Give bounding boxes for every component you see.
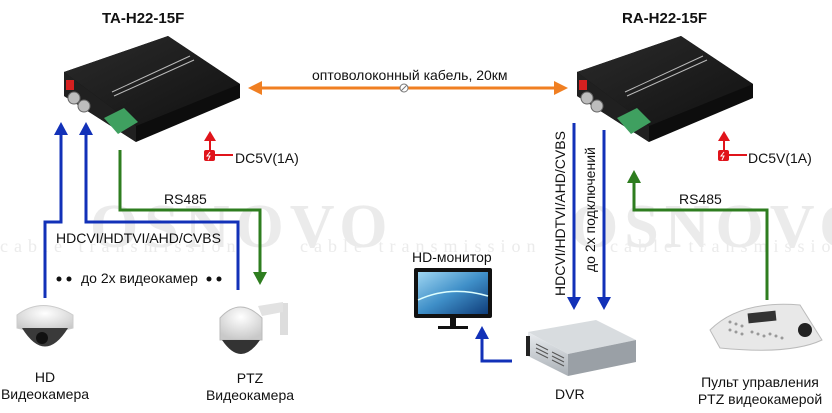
controller-label: Пульт управления PTZ видеокамерой bbox=[690, 374, 830, 408]
hd-camera-image bbox=[16, 305, 74, 347]
hd-camera-label-line2: Видеокамера bbox=[0, 386, 90, 402]
video-arrow-down-1 bbox=[567, 297, 581, 310]
rs485-label-left: RS485 bbox=[164, 191, 207, 207]
power-label-right: DC5V(1A) bbox=[748, 150, 812, 166]
cameras-count-label: до 2х видеокамер bbox=[81, 270, 198, 286]
controller-label-line2: PTZ видеокамерой bbox=[697, 391, 823, 407]
dvr-image bbox=[526, 320, 636, 376]
rs485-line-right bbox=[632, 180, 769, 300]
monitor-label: HD-монитор bbox=[412, 249, 492, 265]
controller-label-line1: Пульт управления bbox=[701, 374, 819, 390]
transmitter-device bbox=[64, 36, 240, 142]
watermark-sub-right: cable transmission bbox=[610, 236, 832, 256]
video-lines-left bbox=[43, 132, 240, 298]
ptz-camera-label-line1: PTZ bbox=[236, 370, 264, 386]
power-label-left: DC5V(1A) bbox=[235, 150, 299, 166]
watermark-sub-left: cable transmission bbox=[0, 236, 242, 256]
dvr-monitor-link bbox=[480, 335, 512, 363]
transmitter-model-title: TA-H22-15F bbox=[102, 10, 185, 27]
receiver-model-title: RA-H22-15F bbox=[622, 10, 708, 27]
fiber-link bbox=[248, 81, 568, 95]
watermark-brand-right: OSNOVO bbox=[570, 193, 832, 261]
ptz-camera-label: PTZ Видеокамера bbox=[200, 370, 300, 404]
hd-camera-label-line1: HD bbox=[34, 369, 56, 385]
hd-camera-label: HD Видеокамера bbox=[0, 369, 90, 403]
video-lines-right bbox=[572, 123, 606, 298]
ptz-camera-label-line2: Видеокамера bbox=[205, 387, 295, 403]
fiber-arrow-right bbox=[554, 81, 568, 95]
rs485-arrow-down bbox=[253, 272, 267, 285]
fiber-cable-label: оптоволоконный кабель, 20км bbox=[312, 67, 508, 83]
rs485-line-left bbox=[118, 150, 262, 276]
video-arrow-up-1 bbox=[54, 122, 68, 135]
video-arrow-down-2 bbox=[597, 297, 611, 310]
video-arrow-up-2 bbox=[79, 122, 93, 135]
rs485-arrow-up bbox=[627, 170, 641, 183]
monitor-arrow-up bbox=[475, 326, 489, 339]
fiber-arrow-left bbox=[248, 81, 262, 95]
video-standards-label-right: HDCVI/HDTVI/AHD/CVBS bbox=[552, 131, 568, 296]
monitor-image bbox=[414, 268, 492, 329]
receiver-device bbox=[577, 36, 753, 142]
power-icon-right bbox=[718, 131, 747, 161]
ptz-camera-image bbox=[219, 302, 288, 354]
watermark-sub-mid: cable transmission bbox=[300, 236, 542, 256]
connections-count-label: до 2х подключений bbox=[582, 147, 598, 272]
power-icon-left bbox=[204, 131, 233, 161]
rs485-label-right: RS485 bbox=[679, 191, 722, 207]
ptz-controller-image bbox=[709, 303, 823, 351]
video-standards-label-left: HDCVI/HDTVI/AHD/CVBS bbox=[56, 230, 221, 246]
dvr-label: DVR bbox=[555, 386, 585, 402]
